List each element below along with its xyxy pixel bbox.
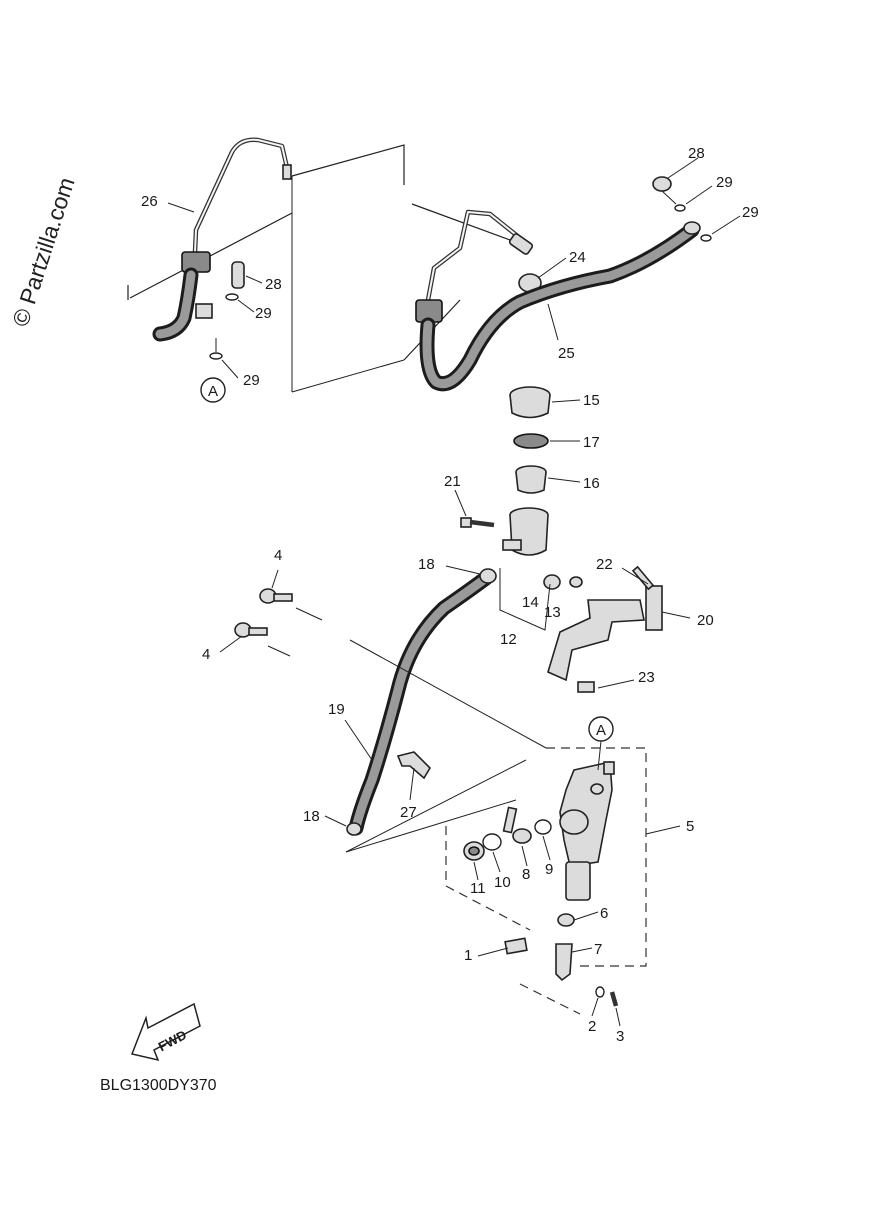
callout-6: 6	[600, 905, 608, 922]
brake-hose-25	[415, 221, 701, 392]
bolt-23	[577, 681, 595, 693]
callout-28-right: 28	[688, 145, 705, 162]
callout-24: 24	[569, 249, 586, 266]
bolts-4	[234, 588, 293, 638]
callout-4-upper: 4	[274, 547, 282, 564]
callout-29-left-upper: 29	[255, 305, 272, 322]
callout-11: 11	[470, 880, 486, 897]
fwd-arrow: FWD	[130, 1002, 201, 1062]
callout-22: 22	[596, 556, 613, 573]
pushrod-parts	[463, 806, 552, 861]
lower-parts	[504, 913, 619, 1007]
master-cylinder-frame	[445, 747, 647, 1015]
bracket-20	[547, 565, 663, 682]
callout-leaders	[167, 157, 741, 1027]
callout-16: 16	[583, 475, 600, 492]
callout-9: 9	[545, 861, 553, 878]
callout-28-left: 28	[265, 276, 282, 293]
brake-pipe-26	[192, 137, 292, 253]
callout-29-right-lower: 29	[742, 204, 759, 221]
screw-21	[460, 517, 495, 528]
diaphragm-plate-17	[513, 433, 549, 449]
callout-18-upper: 18	[418, 556, 435, 573]
callout-25: 25	[558, 345, 575, 362]
callout-5: 5	[686, 818, 694, 835]
callout-labels: 26 28 29 29 24 25 28 29 29 15 17 16 21 1…	[141, 145, 759, 1045]
left-hose-assembly	[152, 251, 245, 342]
callout-18-lower: 18	[303, 808, 320, 825]
ref-mark-a-lower: A	[588, 716, 614, 771]
callout-12: 12	[500, 631, 517, 648]
watermark-text: © Partzilla.com	[7, 174, 80, 329]
callout-10: 10	[494, 874, 511, 891]
callout-27: 27	[400, 804, 417, 821]
callout-26: 26	[141, 193, 158, 210]
callout-13: 13	[544, 604, 561, 621]
callout-21: 21	[444, 473, 461, 490]
callout-17: 17	[583, 434, 600, 451]
diaphragm-16	[515, 465, 547, 494]
master-cylinder-body	[559, 761, 615, 901]
ref-mark-a-lower-label: A	[596, 722, 606, 739]
callout-14: 14	[522, 594, 539, 611]
reservoir-cap-15	[509, 386, 551, 419]
ref-mark-a-upper: A	[200, 377, 226, 403]
brake-pipe-24	[425, 209, 542, 301]
callout-8: 8	[522, 866, 530, 883]
callout-3: 3	[616, 1028, 624, 1045]
callout-29-left-lower: 29	[243, 372, 260, 389]
callout-12-bracket	[499, 568, 551, 631]
callout-20: 20	[697, 612, 714, 629]
callout-19: 19	[328, 701, 345, 718]
reservoir-hose-19	[346, 568, 497, 836]
callout-1: 1	[464, 947, 472, 964]
long-leaders	[267, 607, 547, 853]
callout-4-lower: 4	[202, 646, 210, 663]
fitting-14	[543, 574, 561, 590]
clamp-27	[396, 751, 432, 780]
fitting-13	[569, 576, 583, 588]
upper-left-frame	[127, 144, 511, 393]
callout-23: 23	[638, 669, 655, 686]
diagram-code: BLG1300DY370	[100, 1077, 217, 1094]
right-banjo-bolt	[652, 176, 712, 242]
reservoir-tank	[502, 507, 549, 556]
callout-15: 15	[583, 392, 600, 409]
callout-2: 2	[588, 1018, 596, 1035]
callout-29-right-upper: 29	[716, 174, 733, 191]
left-washers	[209, 293, 239, 360]
ref-mark-a-upper-label: A	[208, 383, 218, 400]
callout-7: 7	[594, 941, 602, 958]
